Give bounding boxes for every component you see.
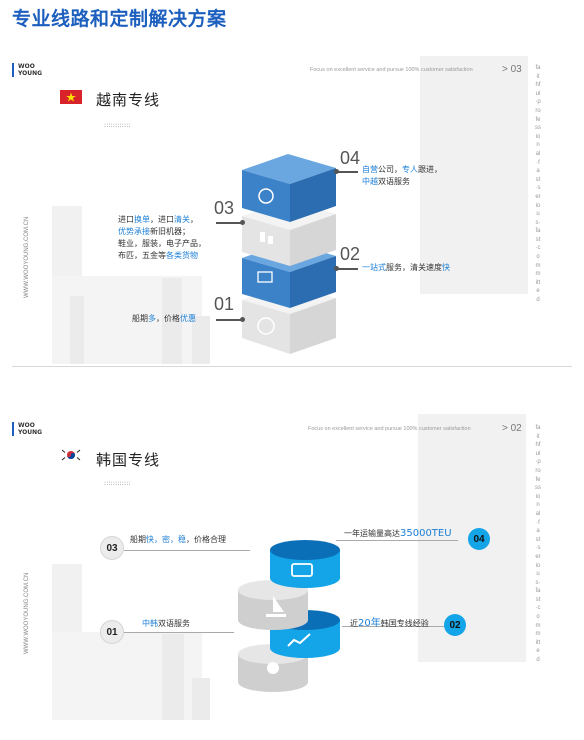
connector-line <box>336 268 358 270</box>
text: 换单 <box>134 215 150 224</box>
text: 快，密，稳 <box>146 535 186 544</box>
korea-item-03-desc: 船期快，密，稳，价格合理 <box>130 534 226 545</box>
bg-block <box>162 278 182 364</box>
text: 双语服务 <box>158 619 190 628</box>
connector-line <box>124 550 250 551</box>
brand-line1: WOO <box>18 63 35 70</box>
text: ，价格合理 <box>186 535 226 544</box>
website-vertical: WWW.WOOYOUNG.COM.CN <box>24 572 30 654</box>
text: 布匹，五金等 <box>118 251 166 260</box>
cylinder-stack <box>238 540 340 692</box>
slide-separator <box>12 366 572 367</box>
text: 自营 <box>362 165 378 174</box>
vietnam-line-title: 越南专线 <box>96 91 161 109</box>
dot-divider: :::::::::::: <box>104 480 131 487</box>
badge-04: 04 <box>468 528 490 550</box>
brand-line2: YOUNG <box>18 70 43 77</box>
text: 优惠 <box>180 314 196 323</box>
text: ，价格 <box>156 314 180 323</box>
korea-flag-icon <box>60 448 82 462</box>
text: 进口 <box>118 215 134 224</box>
vietnam-line-slide: WOO YOUNG Focus on excellent service and… <box>12 46 572 364</box>
vietnam-item-01-desc: 船期多，价格优惠 <box>132 313 196 325</box>
text: 各类货物 <box>166 251 198 260</box>
cylinder-01 <box>238 644 308 692</box>
badge-03: 03 <box>100 536 124 560</box>
text: 一年运输量高达 <box>344 529 400 538</box>
vietnam-item-03-desc: 进口换单，进口清关， 优势承接新旧机器； 鞋业，服装，电子产品， 布匹，五金等各… <box>118 214 206 262</box>
korea-line-slide: WOO YOUNG Focus on excellent service and… <box>12 404 572 720</box>
item-number: 04 <box>340 148 361 168</box>
connector-line <box>342 626 458 627</box>
text: 中韩 <box>142 619 158 628</box>
text: 船期 <box>132 314 148 323</box>
badge-02: 02 <box>444 614 466 636</box>
text: 船期 <box>130 535 146 544</box>
text: 新旧机器； <box>150 227 190 236</box>
website-vertical: WWW.WOOYOUNG.COM.CN <box>24 216 30 298</box>
text: 中越 <box>362 177 378 186</box>
connector-line <box>336 540 458 541</box>
text: 服务，清关速度 <box>386 263 442 272</box>
connector-line <box>216 319 242 321</box>
korea-item-02-desc: 近20年韩国专线经验 <box>350 614 429 629</box>
connector-dot <box>334 266 339 271</box>
korea-item-01-desc: 中韩双语服务 <box>142 618 190 629</box>
item-number: 03 <box>214 198 235 218</box>
bg-block <box>192 678 210 720</box>
bg-block <box>70 296 84 364</box>
page-number: > 03 <box>502 64 522 75</box>
text: 35000TEU <box>400 528 452 539</box>
brand-line2: YOUNG <box>18 429 43 436</box>
text: 近 <box>350 619 358 628</box>
page-number: > 02 <box>502 423 522 434</box>
text: 优势承接 <box>118 227 150 236</box>
tagline: Focus on excellent service and pursue 10… <box>310 67 473 73</box>
bg-block <box>192 316 210 364</box>
brand-bar <box>12 63 14 77</box>
item-number: 01 <box>214 294 235 314</box>
text: 快 <box>442 263 450 272</box>
bg-block <box>420 56 528 294</box>
text: 清关 <box>174 215 190 224</box>
cube-stack <box>242 154 336 354</box>
vertical-slogan: faithful·professional·fast·serious·fast·… <box>535 65 541 304</box>
connector-dot <box>240 220 245 225</box>
text: 公司， <box>378 165 402 174</box>
text: 跟进， <box>418 165 442 174</box>
badge-01: 01 <box>100 620 124 644</box>
brand-bar <box>12 422 14 436</box>
connector-line <box>216 222 242 224</box>
vietnam-item-04-desc: 自营公司，专人跟进， 中越双语服务 <box>362 164 442 188</box>
bg-block <box>162 634 184 720</box>
text: ，进口 <box>150 215 174 224</box>
brand-line1: WOO <box>18 422 35 429</box>
item-number: 02 <box>340 244 361 264</box>
connector-dot <box>334 169 339 174</box>
korea-line-title: 韩国专线 <box>96 451 161 469</box>
text: 20年 <box>358 618 381 629</box>
brand-logo: WOO YOUNG <box>18 422 42 436</box>
text: 双语服务 <box>378 177 410 186</box>
brand-logo: WOO YOUNG <box>18 63 42 77</box>
text: 韩国专线经验 <box>380 619 429 628</box>
cube-04 <box>242 154 336 222</box>
vietnam-item-02-desc: 一站式服务，清关速度快 <box>362 262 450 274</box>
text: 一站式 <box>362 263 386 272</box>
text: 多 <box>148 314 156 323</box>
text: ， <box>190 215 198 224</box>
connector-line <box>124 632 234 633</box>
dot-divider: :::::::::::: <box>104 122 131 129</box>
vertical-slogan: faithful·professional·fast·serious·fast·… <box>535 425 541 664</box>
text: 专人 <box>402 165 418 174</box>
vietnam-flag-icon <box>60 90 82 104</box>
page-title: 专业线路和定制解决方案 <box>12 8 227 30</box>
connector-line <box>336 171 358 173</box>
korea-item-04-desc: 一年运输量高达35000TEU <box>344 528 452 539</box>
connector-dot <box>240 317 245 322</box>
cylinder-04 <box>270 540 340 588</box>
text: 鞋业，服装，电子产品， <box>118 239 206 248</box>
tagline: Focus on excellent service and pursue 10… <box>308 426 471 432</box>
